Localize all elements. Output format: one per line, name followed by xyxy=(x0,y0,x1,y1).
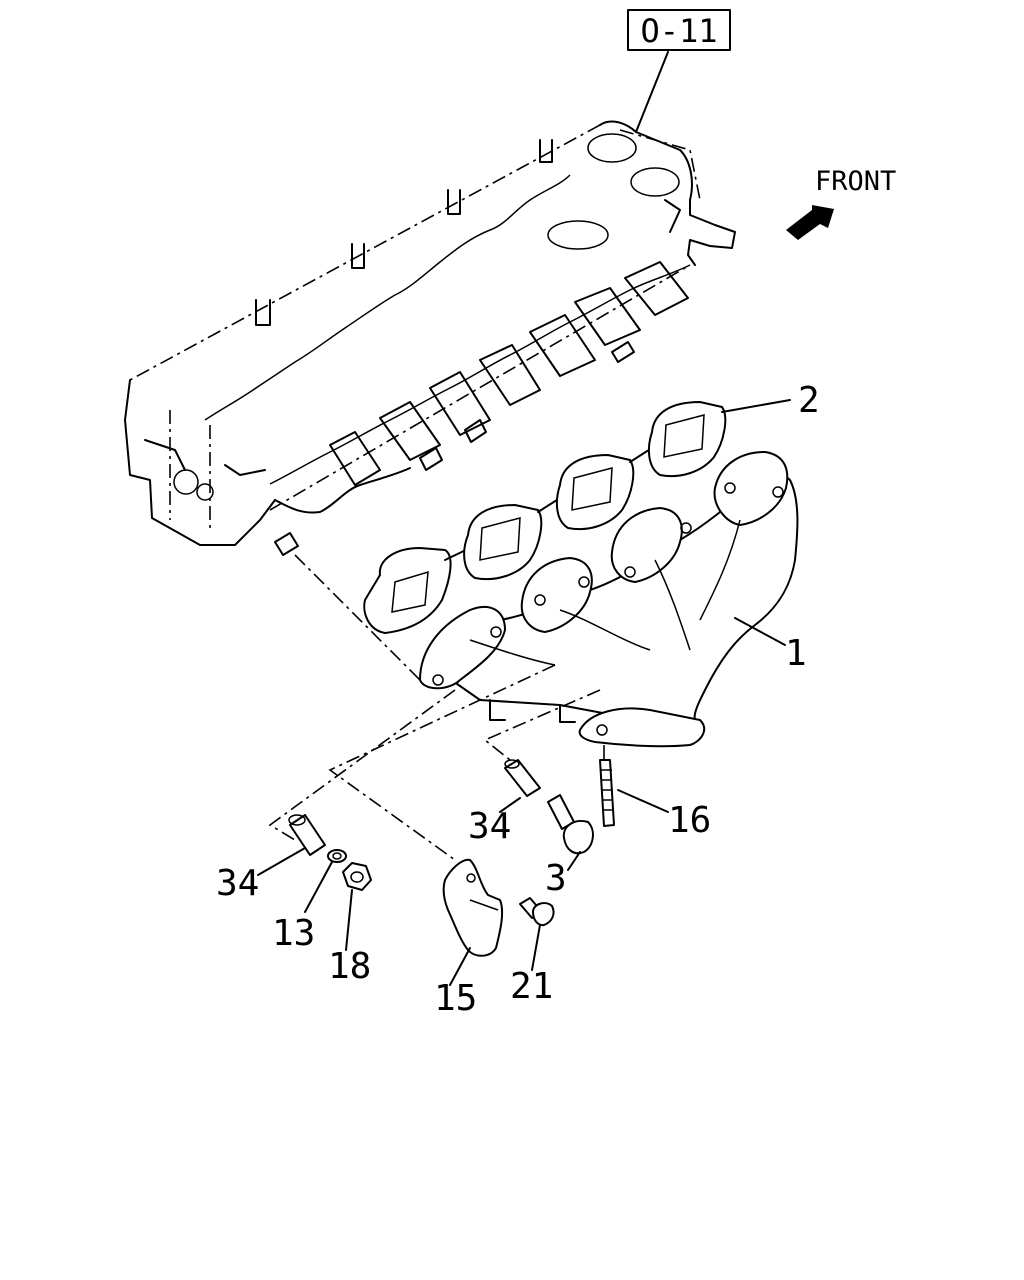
bracket xyxy=(442,858,504,957)
alignment-line-center xyxy=(328,664,556,861)
callout-16-leader xyxy=(617,789,669,813)
callout-21-leader xyxy=(531,924,541,971)
callout-2-leader xyxy=(721,399,791,413)
callout-2-label: 2 xyxy=(798,380,820,421)
callout-18-label: 18 xyxy=(328,946,371,987)
reference-leader-line xyxy=(635,51,669,133)
callout-13-label: 13 xyxy=(272,913,315,954)
reference-box[interactable]: O-11 xyxy=(627,9,731,51)
callout-34a-leader xyxy=(257,847,306,876)
sleeve-lower xyxy=(288,814,326,856)
alignment-line-right xyxy=(483,689,601,761)
alignment-line-left xyxy=(268,689,456,841)
callout-34b-label: 34 xyxy=(468,806,511,847)
callout-15-label: 3 xyxy=(545,858,567,899)
callout-13-leader xyxy=(304,861,333,913)
sleeve-upper xyxy=(504,759,541,797)
callout-1-label: 1 xyxy=(785,633,807,674)
exhaust-manifold-gasket xyxy=(363,401,727,634)
callout-1-leader xyxy=(734,617,786,646)
callout-15-leader xyxy=(567,851,581,871)
cylinder-head xyxy=(124,120,736,556)
callout-34b-leader xyxy=(499,797,521,813)
reference-label: O-11 xyxy=(640,12,717,50)
exhaust-manifold xyxy=(419,451,799,748)
nut xyxy=(342,862,372,891)
callout-3-label: 15 xyxy=(434,978,477,1019)
stud-alignment-line xyxy=(294,554,421,681)
callout-21-label: 21 xyxy=(510,966,553,1007)
callout-3-leader xyxy=(449,947,471,986)
callout-16-label: 16 xyxy=(668,800,711,841)
front-label: FRONT xyxy=(815,166,896,197)
stud xyxy=(599,759,615,827)
head-stud-icon xyxy=(274,341,635,556)
flange-bolt xyxy=(547,794,594,855)
bracket-bolt xyxy=(519,897,555,927)
callout-34a-label: 34 xyxy=(216,863,259,904)
callout-18-leader xyxy=(345,889,353,951)
washer xyxy=(327,849,347,863)
front-arrow-icon xyxy=(786,205,834,240)
